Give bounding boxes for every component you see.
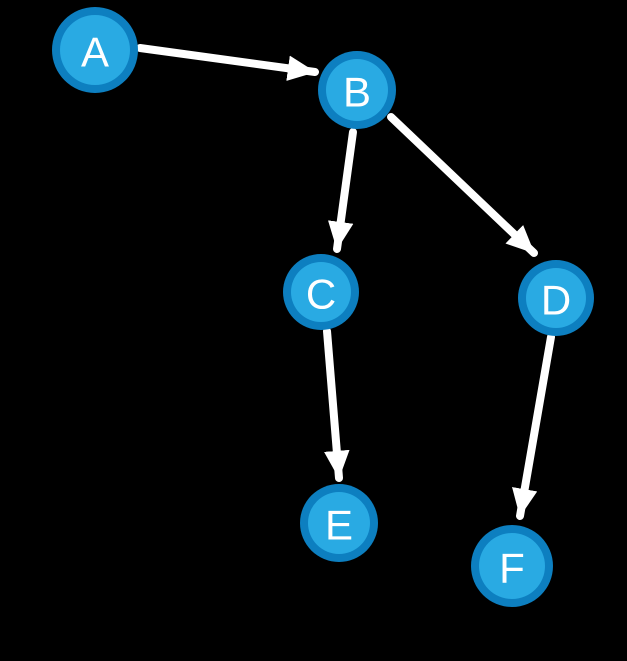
- node-F[interactable]: F: [471, 525, 553, 607]
- node-C-label: C: [306, 271, 336, 318]
- nodes-layer: A B C D E F: [52, 7, 594, 607]
- node-E[interactable]: E: [300, 484, 378, 562]
- node-A-label: A: [81, 29, 109, 76]
- node-E-label: E: [325, 502, 353, 549]
- edge-B-D-arrow: [387, 113, 538, 257]
- node-B-body: [326, 59, 388, 121]
- node-A-body: [60, 15, 130, 85]
- node-C-body: [291, 262, 351, 322]
- node-E-body: [308, 492, 370, 554]
- edge-D-F-arrow: [512, 333, 555, 520]
- node-B-label: B: [343, 69, 371, 116]
- edge-B-C-arrow: [328, 128, 357, 253]
- edge-C-E-arrow: [323, 327, 350, 482]
- edges-layer: [136, 44, 555, 520]
- node-F-body: [479, 533, 545, 599]
- node-D-body: [526, 268, 586, 328]
- node-D[interactable]: D: [518, 260, 594, 336]
- node-A[interactable]: A: [52, 7, 138, 93]
- edge-A-B-arrow: [136, 44, 319, 81]
- node-B[interactable]: B: [318, 51, 396, 129]
- node-C[interactable]: C: [283, 254, 359, 330]
- node-F-label: F: [499, 545, 525, 592]
- node-D-label: D: [541, 277, 571, 324]
